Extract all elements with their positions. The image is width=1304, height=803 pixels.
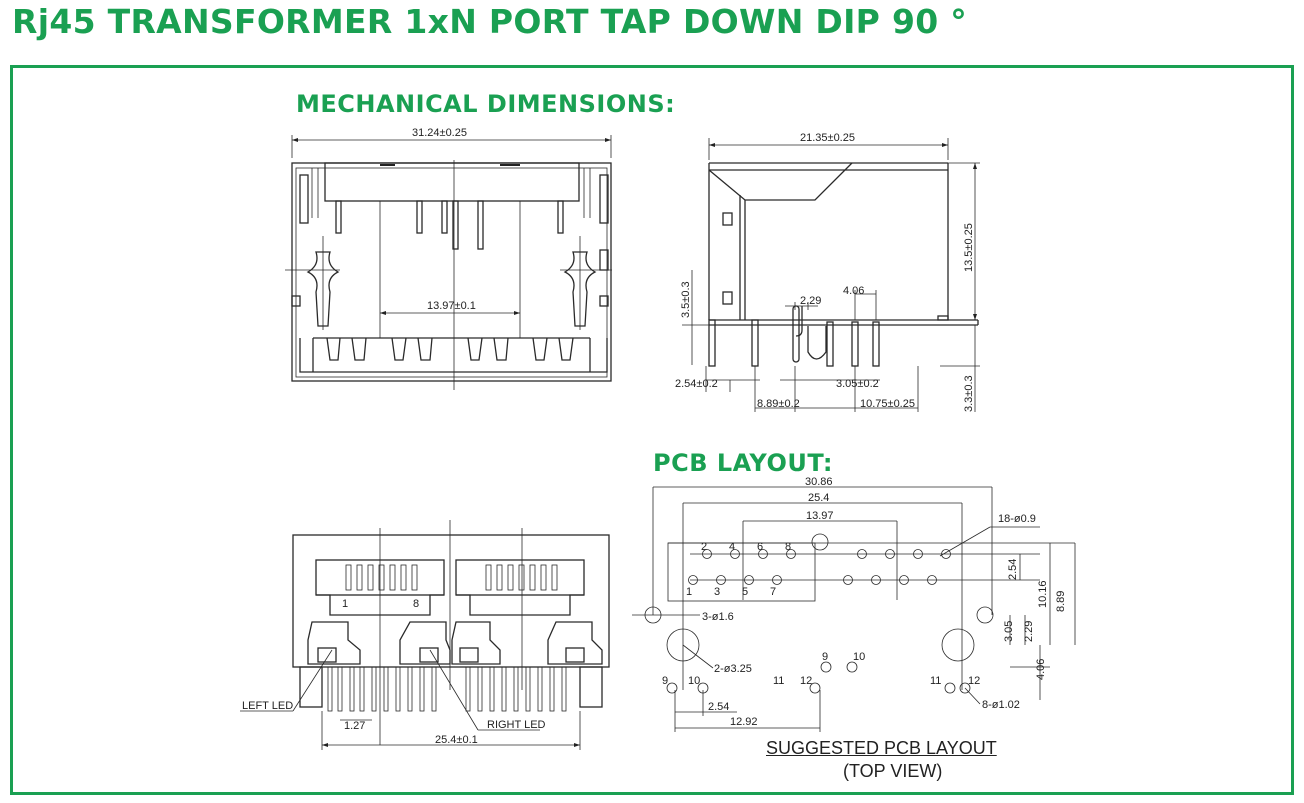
pcb-holes-mount: 3-ø1.6 [702, 611, 734, 623]
left-led-label: LEFT LED [242, 700, 293, 712]
pcb-holes-post: 2-ø3.25 [714, 663, 752, 675]
pin-span-a: 8.89±0.2 [757, 398, 800, 410]
front-width-dim: 31.24±0.25 [412, 127, 467, 139]
pcb-led-pin-12b: 12 [968, 675, 980, 687]
pin-pitch-dim: 1.27 [344, 720, 365, 732]
mechanical-dimensions-heading: MECHANICAL DIMENSIONS: [296, 90, 676, 118]
pcb-dim-total: 30.86 [805, 476, 833, 488]
port-right-contacts [485, 564, 558, 591]
pcb-layout-heading: PCB LAYOUT: [653, 449, 833, 477]
port-pitch-dim: 25.4±0.1 [435, 734, 478, 746]
pcb-dim-h2: 12.92 [730, 716, 758, 728]
pcb-pin-7: 7 [770, 586, 776, 598]
pcb-led-pin-12: 12 [800, 675, 812, 687]
pcb-dim-v2: 10.16 [1037, 580, 1049, 608]
pcb-led-pin-9b: 9 [662, 675, 668, 687]
page-title: Rj45 TRANSFORMER 1xN PORT TAP DOWN DIP 9… [12, 2, 968, 41]
pcb-led-pin-11b: 11 [930, 675, 941, 687]
pcb-signal-holes [688, 549, 951, 585]
side-post-height-dim: 3.5±0.3 [680, 281, 692, 318]
pin-offset-b: 3.05±0.2 [836, 378, 879, 390]
front-inner-dim: 13.97±0.1 [427, 300, 476, 312]
port-left-contacts [345, 564, 418, 591]
port-pins [327, 666, 567, 712]
pin-span-b: 10.75±0.25 [860, 398, 915, 410]
pcb-pin-2: 2 [701, 541, 707, 553]
pcb-subcaption: (TOP VIEW) [843, 761, 943, 781]
front-contacts [312, 337, 591, 372]
pcb-pin-3: 3 [714, 586, 720, 598]
pcb-pin-6: 6 [757, 541, 763, 553]
pcb-led-pin-9: 9 [822, 651, 828, 663]
pcb-dim-port: 25.4 [808, 492, 829, 504]
right-post [560, 236, 612, 330]
front-view: 31.24±0.25 13.97±0.1 [285, 127, 612, 390]
pin-dim-b: 4.06 [843, 285, 864, 297]
pcb-led-holes [666, 661, 971, 694]
pin-dim-a: 2.29 [800, 295, 821, 307]
pcb-led-pin-10b: 10 [688, 675, 700, 687]
pcb-led-pin-11: 11 [773, 675, 784, 687]
pcb-pin-4: 4 [729, 541, 735, 553]
pcb-dim-v5: 3.05 [1003, 621, 1015, 642]
pcb-caption: SUGGESTED PCB LAYOUT [766, 738, 997, 758]
pin-offset-a: 2.54±0.2 [675, 378, 718, 390]
port-view: 1 8 [240, 520, 610, 750]
pin-length-dim: 3.3±0.3 [963, 375, 975, 412]
pin-1-label: 1 [342, 598, 348, 610]
pcb-dim-h1: 2.54 [708, 701, 729, 713]
pcb-dim-v1: 2.54 [1007, 559, 1019, 580]
pcb-holes-signal: 18-ø0.9 [998, 513, 1036, 525]
pcb-led-pin-10: 10 [853, 651, 865, 663]
pcb-dim-v3: 8.89 [1055, 591, 1067, 612]
pcb-pin-1: 1 [686, 586, 692, 598]
pcb-dim-pins: 13.97 [806, 510, 834, 522]
side-view: 21.35±0.25 13.5±0.25 3.5±0.3 [675, 132, 980, 412]
left-post [285, 236, 340, 330]
drawing-frame [10, 65, 1294, 795]
pcb-pin-8: 8 [785, 541, 791, 553]
pcb-layout: 30.86 25.4 13.97 [632, 476, 1076, 732]
pcb-holes-led: 8-ø1.02 [982, 699, 1020, 711]
pcb-pin-5: 5 [742, 586, 748, 598]
pcb-dim-v6: 4.06 [1035, 659, 1047, 680]
pin-8-label: 8 [413, 598, 419, 610]
right-led-label: RIGHT LED [487, 719, 546, 731]
pcb-dim-v4: 2.29 [1023, 621, 1035, 642]
side-height-dim: 13.5±0.25 [963, 223, 975, 272]
side-depth-dim: 21.35±0.25 [800, 132, 855, 144]
